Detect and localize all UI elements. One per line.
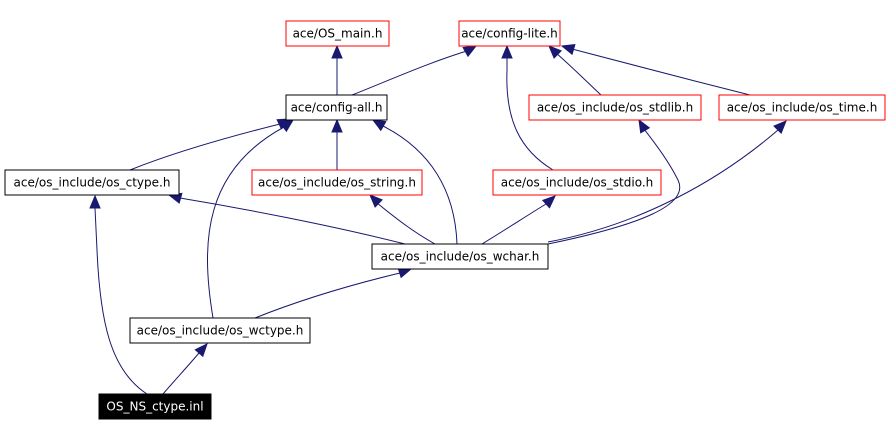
- edge-os-string-to-config-all: [331, 118, 343, 170]
- edge-line: [254, 272, 401, 319]
- arrowhead-icon: [548, 45, 562, 59]
- arrowhead-icon: [371, 119, 387, 132]
- edge-config-all-to-config-lite: [351, 45, 478, 96]
- edges-layer: [89, 44, 787, 395]
- edge-line: [351, 49, 471, 96]
- node-os-main-box: [285, 20, 390, 47]
- node-os-main-label: ace/OS_main.h: [293, 27, 383, 41]
- arrowhead-icon: [541, 195, 556, 209]
- edge-os-wchar-to-os-stdlib: [547, 118, 681, 245]
- node-os-ns-ctype-box: [98, 393, 212, 420]
- node-os-time[interactable]: ace/os_include/os_time.h: [718, 94, 886, 121]
- edge-os-stdlib-to-config-lite: [548, 45, 602, 96]
- arrowhead-icon: [638, 118, 651, 134]
- edge-line: [162, 352, 200, 395]
- edge-os-ns-ctype-to-os-wctype: [162, 343, 208, 395]
- node-os-ctype-box: [4, 169, 180, 196]
- edge-os-wctype-to-config-all: [207, 119, 295, 319]
- arrowhead-icon: [560, 44, 576, 56]
- edge-line: [376, 202, 436, 245]
- node-os-main[interactable]: ace/OS_main.h: [285, 20, 390, 47]
- node-os-time-box: [718, 94, 886, 121]
- edge-line: [571, 48, 751, 96]
- edge-line: [481, 203, 547, 245]
- edge-os-wchar-to-os-time: [547, 120, 787, 243]
- edge-line: [129, 123, 281, 171]
- node-config-all-label: ace/config-all.h: [291, 101, 383, 115]
- edge-line: [547, 129, 779, 243]
- arrowhead-icon: [331, 44, 343, 59]
- node-os-string[interactable]: ace/os_include/os_string.h: [251, 169, 423, 196]
- node-os-stdlib-label: ace/os_include/os_stdlib.h: [537, 101, 693, 115]
- edge-line: [94, 207, 148, 395]
- node-os-wctype-label: ace/os_include/os_wctype.h: [137, 324, 304, 338]
- node-os-ctype[interactable]: ace/os_include/os_ctype.h: [4, 169, 180, 196]
- arrowhead-icon: [279, 119, 295, 133]
- node-os-ns-ctype-label: OS_NS_ctype.inl: [106, 400, 203, 414]
- arrowhead-icon: [462, 45, 478, 58]
- node-os-wchar[interactable]: ace/os_include/os_wchar.h: [371, 243, 549, 270]
- node-config-all-box: [285, 94, 388, 121]
- node-config-lite-box: [458, 20, 561, 47]
- edge-os-wchar-to-config-all: [371, 119, 458, 245]
- arrowhead-icon: [773, 120, 787, 134]
- edge-line: [555, 52, 602, 96]
- edge-line: [179, 197, 406, 245]
- node-os-time-label: ace/os_include/os_time.h: [727, 101, 878, 115]
- node-os-stdio-box: [492, 169, 662, 196]
- node-os-string-box: [251, 169, 423, 196]
- node-os-ns-ctype[interactable]: OS_NS_ctype.inl: [98, 393, 212, 420]
- edge-os-wchar-to-os-stdio: [481, 195, 556, 245]
- node-os-stdio[interactable]: ace/os_include/os_stdio.h: [492, 169, 662, 196]
- node-config-all[interactable]: ace/config-all.h: [285, 94, 388, 121]
- node-os-wchar-label: ace/os_include/os_wchar.h: [381, 250, 540, 264]
- edge-line: [207, 126, 285, 319]
- arrowhead-icon: [501, 44, 513, 59]
- node-config-lite[interactable]: ace/config-lite.h: [458, 20, 561, 47]
- edge-line: [547, 128, 681, 245]
- edge-os-ns-ctype-to-os-ctype: [89, 194, 148, 395]
- edge-os-stdio-to-config-lite: [501, 44, 554, 171]
- node-os-string-label: ace/os_include/os_string.h: [258, 176, 416, 190]
- arrowhead-icon: [331, 118, 343, 133]
- edge-line: [506, 58, 554, 171]
- arrowhead-icon: [194, 343, 208, 358]
- edge-os-ctype-to-config-all: [129, 118, 292, 171]
- node-os-stdlib-box: [528, 94, 702, 121]
- node-os-wctype[interactable]: ace/os_include/os_wctype.h: [129, 317, 311, 344]
- arrowhead-icon: [369, 194, 383, 208]
- arrowhead-icon: [89, 194, 101, 209]
- edge-os-time-to-config-lite: [560, 44, 751, 96]
- edge-line: [382, 125, 458, 245]
- node-os-stdio-label: ace/os_include/os_stdio.h: [501, 176, 654, 190]
- edge-config-all-to-os-main: [331, 44, 343, 95]
- node-config-lite-label: ace/config-lite.h: [461, 27, 558, 41]
- node-os-stdlib[interactable]: ace/os_include/os_stdlib.h: [528, 94, 702, 121]
- nodes-layer: ace/OS_main.h ace/config-lite.h ace/conf…: [4, 20, 886, 420]
- node-os-ctype-label: ace/os_include/os_ctype.h: [14, 176, 171, 190]
- edge-os-wchar-to-os-ctype: [167, 192, 406, 245]
- edge-os-wchar-to-os-string: [369, 194, 436, 245]
- edge-os-wctype-to-os-wchar: [254, 267, 413, 319]
- node-os-wctype-box: [129, 317, 311, 344]
- node-os-wchar-box: [371, 243, 549, 270]
